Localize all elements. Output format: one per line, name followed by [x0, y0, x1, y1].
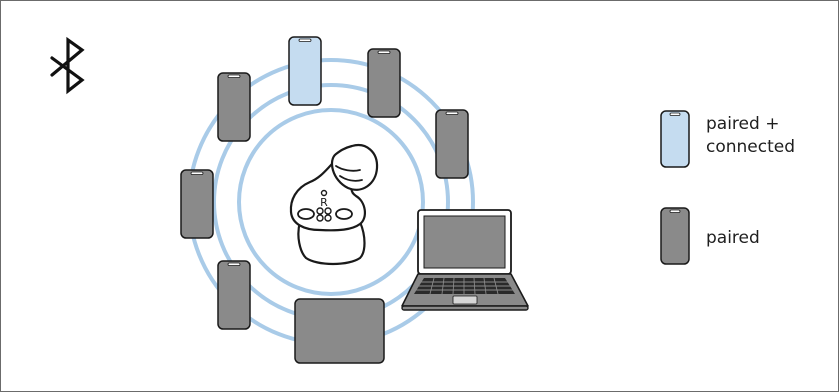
paired-phone-icon [218, 73, 250, 141]
legend-paired-label: paired [706, 228, 760, 249]
legend-connected-label-line1: paired + [706, 114, 779, 135]
earbud-icon [291, 145, 377, 264]
tablet-icon [295, 299, 384, 363]
paired-phone-icon [436, 110, 468, 178]
legend-connected-phone-icon [661, 111, 689, 167]
bluetooth-icon [52, 40, 82, 91]
legend-connected-label-line2: connected [706, 137, 795, 158]
paired-phone-icon [368, 49, 400, 117]
connected-phone-icon [289, 37, 321, 105]
laptop-icon [402, 210, 528, 310]
earbud-side-label: R [320, 196, 328, 209]
legend-paired-phone-icon [661, 208, 689, 264]
paired-phone-icon [218, 261, 250, 329]
paired-phone-icon [181, 170, 213, 238]
